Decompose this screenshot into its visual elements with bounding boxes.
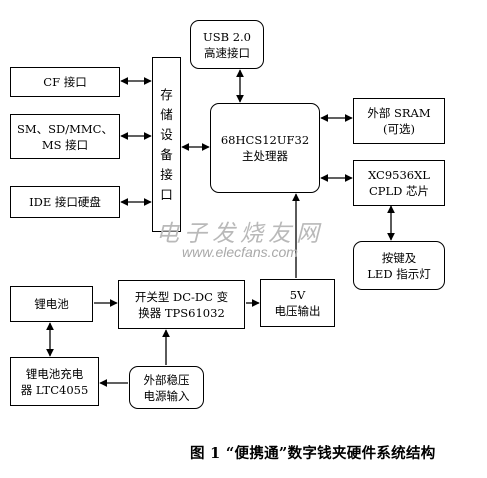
battery-charger-box: 锂电池充电 器 LTC4055 (10, 357, 99, 406)
storage-interface-box: 存 储 设 备 接 口 (152, 57, 181, 232)
figure-caption: 图 1 “便携通”数字钱夹硬件系统结构 (190, 445, 436, 462)
external-sram-box: 外部 SRAM (可选) (353, 98, 445, 144)
sm-sd-ms-interface-box: SM、SD/MMC、 MS 接口 (10, 114, 120, 159)
keys-led-box: 按键及 LED 指示灯 (353, 241, 445, 290)
dcdc-converter-box: 开关型 DC-DC 变 换器 TPS61032 (118, 280, 245, 329)
ide-disk-box: IDE 接口硬盘 (10, 186, 120, 218)
storage-char: 备 (160, 146, 173, 162)
watermark-cn: 电子发烧友网 (156, 221, 324, 247)
cf-interface-box: CF 接口 (10, 67, 120, 97)
external-power-input-box: 外部稳压 电源输入 (129, 366, 204, 409)
cpld-chip-box: XC9536XL CPLD 芯片 (353, 160, 445, 206)
5v-output-box: 5V 电压输出 (260, 279, 335, 327)
main-processor-box: 68HCS12UF32 主处理器 (210, 103, 320, 193)
storage-char: 存 (160, 86, 173, 102)
storage-char: 口 (160, 186, 173, 202)
lithium-battery-box: 锂电池 (10, 286, 93, 322)
storage-char: 设 (160, 126, 173, 142)
storage-char: 接 (160, 166, 173, 182)
storage-char: 储 (160, 106, 173, 122)
usb-interface-box: USB 2.0 高速接口 (190, 20, 264, 69)
watermark-url: www.elecfans.com (182, 244, 298, 260)
